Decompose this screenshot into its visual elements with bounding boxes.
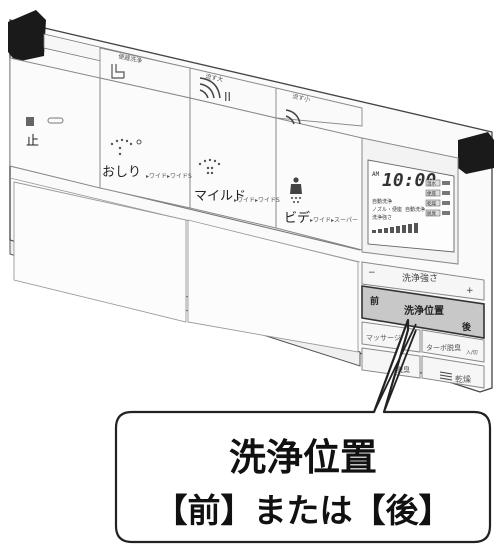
tab-label-large: 流す大 — [205, 72, 224, 84]
wash-position-button[interactable] — [361, 285, 485, 339]
oshiri-button[interactable] — [99, 77, 191, 209]
wash-strength-button[interactable] — [361, 261, 485, 301]
stop-label: 止 — [26, 134, 39, 149]
position-back-label: 後 — [462, 321, 472, 333]
large-flush-wave-icon — [199, 77, 221, 99]
bidet-button[interactable] — [275, 117, 363, 251]
lcd-row-1: 自動洗浄 — [372, 198, 392, 205]
corner-cap-right — [458, 132, 494, 174]
position-label: 洗浄位置 — [404, 304, 444, 317]
callout-title: 洗浄位置 — [229, 436, 377, 479]
badge-dasshu: 脱臭 — [427, 210, 436, 217]
callout-pointer-line-a — [373, 323, 417, 413]
pause-mark: II — [224, 90, 231, 104]
turbo-deodorize-button[interactable] — [421, 329, 485, 363]
deodorize-label: 脱臭 — [396, 365, 410, 374]
strength-label: 洗浄強さ — [402, 272, 438, 284]
lcd-row-2: ノズル・便座 自動洗浄 — [372, 206, 425, 213]
callout-pointer-line-b — [383, 329, 417, 413]
badge-kanso: 乾燥 — [427, 200, 436, 207]
oshiri-sub-label: ▸ワイド▸ワイドS — [146, 173, 192, 180]
turbo-sub-label: 入/切 — [466, 349, 478, 356]
small-flush-wave-icon — [285, 109, 301, 125]
callout-bubble — [114, 318, 492, 544]
massage-label: マッサージ — [366, 334, 401, 342]
lower-left-panel — [13, 181, 187, 323]
mild-label: マイルド — [194, 189, 246, 204]
oshiri-label: おしり — [102, 165, 141, 180]
lcd-badges — [425, 179, 450, 217]
mild-spray-icon — [198, 158, 221, 175]
stop-indicator-bar — [47, 117, 64, 124]
badge-benza: 便座 — [427, 190, 436, 197]
lcd-level-bars — [372, 223, 418, 233]
corner-cap-left — [8, 10, 46, 62]
stop-indicator-square — [26, 117, 34, 126]
dry-label: 乾燥 — [455, 374, 471, 384]
lcd-row-3: 洗浄強さ — [372, 214, 392, 221]
lcd-time: 10:00 — [382, 170, 436, 191]
strength-plus: + — [466, 286, 474, 296]
dry-icon — [439, 371, 453, 381]
lcd-am: AM — [372, 171, 380, 178]
dry-button[interactable] — [421, 355, 485, 389]
position-front-label: 前 — [370, 295, 379, 307]
toilet-icon — [111, 64, 125, 79]
badge-onsui: 温水 — [427, 180, 436, 187]
bidet-sub-label: ▸ワイド▸スーパー — [310, 217, 358, 224]
strength-minus: − — [368, 268, 376, 278]
bidet-person-icon — [290, 177, 302, 203]
turbo-label: ターボ脱臭 — [426, 343, 461, 352]
oshiri-spray-icon — [110, 138, 142, 156]
callout-subtitle: 【前】または【後】 — [155, 491, 452, 530]
mild-sub-label: ▸ワイド▸ワイドS — [234, 197, 280, 204]
tab-label-small: 流す小 — [292, 92, 311, 104]
lower-mid-panel — [187, 219, 359, 353]
bidet-label: ビデ — [284, 210, 310, 226]
mild-button[interactable] — [189, 97, 277, 229]
